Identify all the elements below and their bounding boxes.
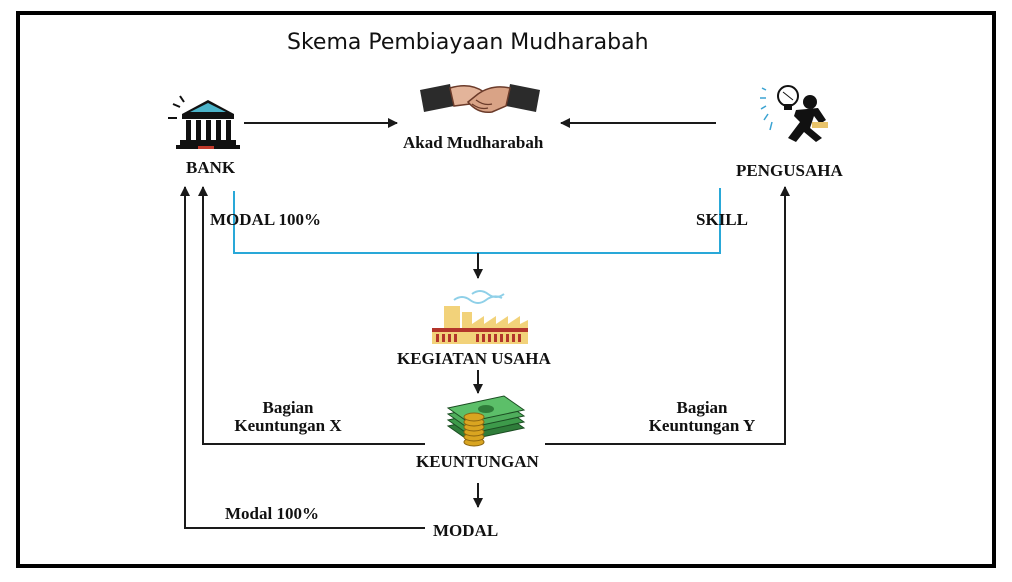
label-bagian-keuntungan-y: Bagian Keuntungan Y	[641, 399, 763, 435]
label-bagian-keuntungan-x: Bagian Keuntungan X	[226, 399, 350, 435]
handshake-icon	[420, 84, 540, 114]
label-modal-100-return: Modal 100%	[225, 504, 319, 523]
entrepreneur-icon	[760, 85, 828, 142]
factory-icon	[432, 290, 528, 344]
node-modal: MODAL	[433, 521, 499, 540]
node-kegiatan-usaha: KEGIATAN USAHA	[397, 349, 551, 368]
node-akad-mudharabah: Akad Mudharabah	[403, 133, 544, 152]
label-bagian-y-line2: Keuntungan Y	[648, 416, 756, 435]
arrow-keuntungan-y-to-pengusaha	[545, 186, 790, 445]
label-modal-100-capital: MODAL 100%	[210, 210, 321, 229]
node-keuntungan: KEUNTUNGAN	[416, 452, 539, 471]
node-bank: BANK	[186, 158, 236, 177]
label-bagian-x-line2: Keuntungan X	[234, 416, 342, 435]
label-skill: SKILL	[696, 210, 748, 229]
diagram-title: Skema Pembiayaan Mudharabah	[287, 30, 649, 55]
node-pengusaha: PENGUSAHA	[736, 161, 843, 180]
money-icon	[446, 395, 526, 447]
label-bagian-y-line1: Bagian	[676, 398, 728, 417]
arrow-keuntungan-x-to-bank	[198, 186, 425, 445]
label-bagian-x-line1: Bagian	[262, 398, 314, 417]
arrow-modal-to-bank	[180, 186, 425, 529]
bank-icon	[168, 95, 240, 149]
